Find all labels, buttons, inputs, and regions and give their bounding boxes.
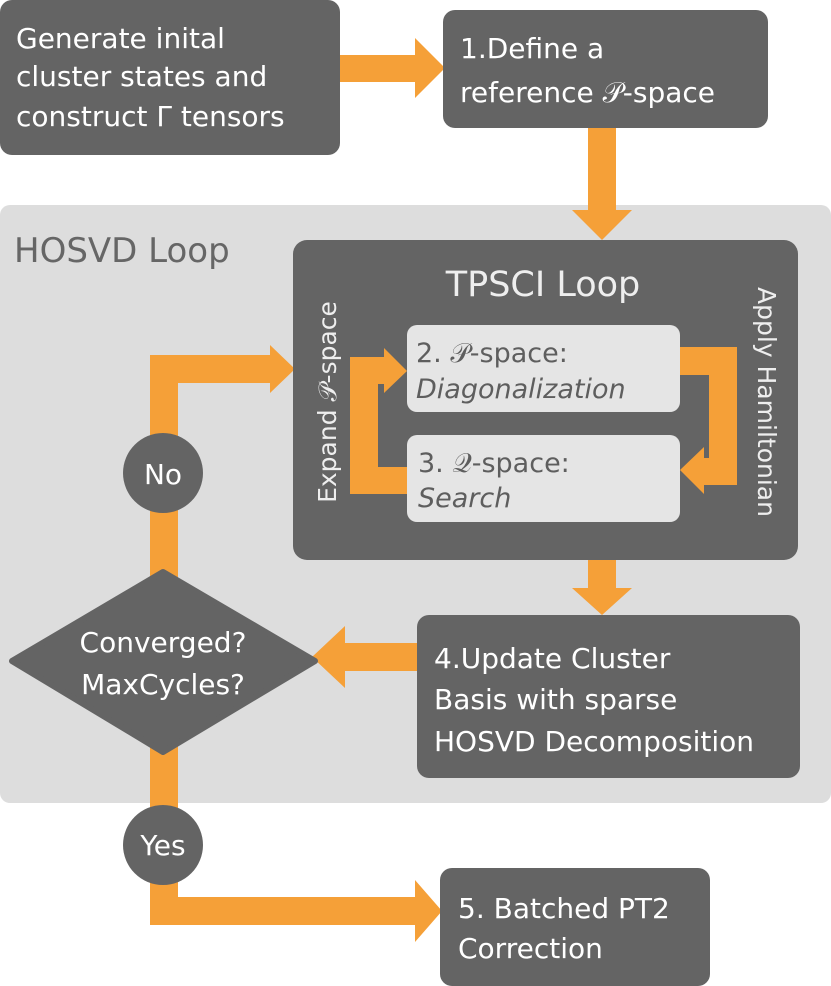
q-space-line-1: 3. 𝒬-space: bbox=[418, 448, 570, 479]
arrow-p-to-q bbox=[680, 347, 737, 494]
update-line-1: 4.Update Cluster bbox=[434, 642, 671, 675]
arrow-update-to-decision bbox=[312, 626, 417, 688]
pt2-line-2: Correction bbox=[458, 932, 603, 965]
arrow-tpsci-to-update bbox=[572, 560, 632, 615]
pt2-box bbox=[440, 868, 710, 986]
init-line-3: construct Γ tensors bbox=[16, 100, 285, 133]
init-box bbox=[0, 0, 340, 155]
pt2-line-1: 5. Batched PT2 bbox=[458, 892, 670, 925]
define-box bbox=[443, 10, 768, 128]
q-space-box bbox=[407, 435, 680, 522]
apply-hamiltonian-label: Apply Hamiltonian bbox=[752, 287, 781, 517]
arrow-define-to-tpsci bbox=[572, 128, 632, 240]
update-line-3: HOSVD Decomposition bbox=[434, 725, 754, 758]
init-line-1: Generate inital bbox=[16, 22, 225, 55]
define-line-2: reference 𝒫-space bbox=[460, 76, 715, 109]
decision-line-1: Converged? bbox=[80, 626, 247, 659]
no-badge bbox=[123, 433, 203, 513]
decision-diamond bbox=[9, 569, 318, 755]
p-space-box bbox=[407, 325, 680, 412]
init-line-2: cluster states and bbox=[16, 60, 267, 93]
hosvd-loop-title: HOSVD Loop bbox=[14, 231, 230, 271]
yes-label: Yes bbox=[139, 829, 185, 862]
update-line-2: Basis with sparse bbox=[434, 683, 677, 716]
arrow-init-to-define bbox=[340, 38, 445, 98]
expand-p-space-label: Expand 𝒫-space bbox=[313, 301, 342, 503]
arrow-yes-to-pt2 bbox=[150, 880, 442, 942]
q-space-line-2: Search bbox=[418, 483, 511, 514]
update-box bbox=[417, 615, 800, 778]
p-space-line-2: Diagonalization bbox=[416, 374, 626, 405]
arrow-q-to-p bbox=[350, 348, 407, 494]
p-space-line-1: 2. 𝒫-space: bbox=[416, 338, 568, 369]
decision-line-2: MaxCycles? bbox=[81, 668, 245, 701]
tpsci-loop-title: TPSCI Loop bbox=[445, 265, 641, 305]
yes-badge bbox=[123, 805, 203, 885]
define-line-1: 1.Define a bbox=[460, 32, 604, 65]
no-label: No bbox=[144, 458, 182, 491]
